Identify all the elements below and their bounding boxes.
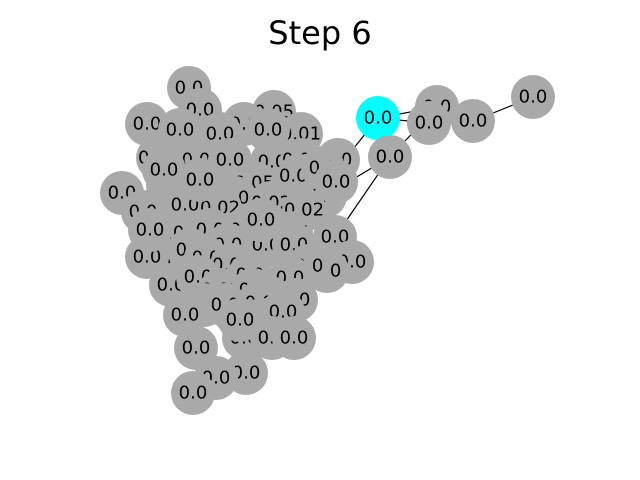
graph-node: 0.0 (142, 148, 186, 192)
node-label: 0.0 (519, 87, 548, 108)
node-label: 0.0 (171, 305, 200, 326)
node-label: 0.0 (216, 150, 245, 171)
node-label: 0.0 (364, 108, 393, 129)
node-circle (314, 160, 358, 204)
graph-node: 0.0 (178, 158, 222, 202)
node-label: 0.0 (232, 363, 261, 384)
node-circle (451, 99, 495, 143)
node-label: 0.0 (459, 111, 488, 132)
node-circle (128, 208, 172, 252)
node-circle (171, 371, 215, 415)
node-label: 0.0 (321, 227, 350, 248)
graph-node: 0.0 (511, 75, 555, 119)
node-label: 0.0 (254, 120, 283, 141)
figure-title: Step 6 (268, 14, 372, 52)
graph-node: 0.0 (368, 135, 412, 179)
node-circle (178, 158, 222, 202)
node-circle (407, 101, 451, 145)
nodes-layer: 0.00.00.00.00.00.00.00.00.00.050.00.010.… (100, 66, 555, 415)
node-label: 0.0 (415, 113, 444, 134)
node-label: 0.0 (186, 170, 215, 191)
node-label: 0.0 (226, 310, 255, 331)
node-label: 0.0 (133, 247, 162, 268)
graph-node: 0.0 (171, 371, 215, 415)
graph-node: 0.0 (218, 298, 262, 342)
node-circle (125, 102, 169, 146)
node-label: 0.0 (133, 114, 162, 135)
graph-node: 0.0 (272, 316, 316, 360)
node-label: 0.0 (136, 220, 165, 241)
node-circle (511, 75, 555, 119)
node-label: 0.0 (280, 328, 309, 349)
graph-node: 0.0 (128, 208, 172, 252)
graph-node: 0.0 (314, 160, 358, 204)
node-circle (356, 96, 400, 140)
node-label: 0.0 (322, 172, 351, 193)
graph-node-highlighted: 0.0 (356, 96, 400, 140)
graph-node: 0.0 (451, 99, 495, 143)
node-circle (272, 316, 316, 360)
node-circle (239, 198, 283, 242)
graph-node: 0.0 (407, 101, 451, 145)
node-label: 0.0 (376, 147, 405, 168)
node-circle (368, 135, 412, 179)
graph-node: 0.0 (125, 102, 169, 146)
node-label: 0.0 (182, 338, 211, 359)
node-label: 0.0 (166, 120, 195, 141)
node-label: 0.0 (150, 160, 179, 181)
node-circle (218, 298, 262, 342)
graph-node: 0.0 (246, 108, 290, 152)
graph-node: 0.0 (239, 198, 283, 242)
node-label: 0.0 (247, 210, 276, 231)
node-label: 0.01 (281, 124, 321, 145)
node-circle (142, 148, 186, 192)
node-circle (246, 108, 290, 152)
node-label: 0.0 (179, 383, 208, 404)
